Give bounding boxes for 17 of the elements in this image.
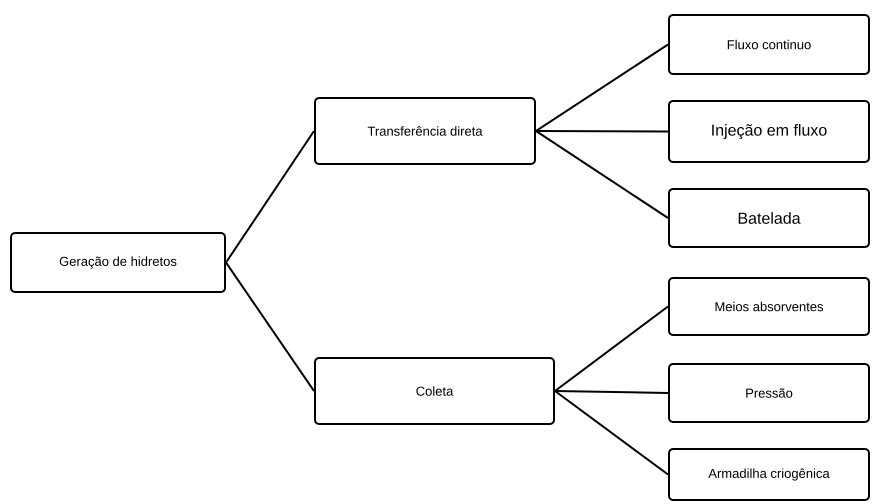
process-box: Coleta (314, 357, 555, 425)
connector-line (535, 44, 669, 132)
connector-line (225, 262, 315, 392)
connector-line (536, 130, 668, 132)
process-box: Fluxo continuo (668, 14, 870, 75)
process-box: Pressão (668, 363, 870, 423)
connector-line (554, 390, 669, 476)
process-box: Batelada (668, 188, 870, 248)
process-box: Armadilha criogênica (668, 448, 870, 501)
process-box: Injeção em fluxo (668, 100, 870, 163)
connector-line (554, 306, 669, 392)
process-box: Meios absorventes (668, 277, 870, 336)
process-box: Transferência direta (314, 97, 536, 165)
connector-line (225, 130, 315, 264)
connector-line (535, 130, 669, 219)
connector-line (555, 390, 668, 394)
process-box: Geração de hidretos (10, 232, 226, 293)
